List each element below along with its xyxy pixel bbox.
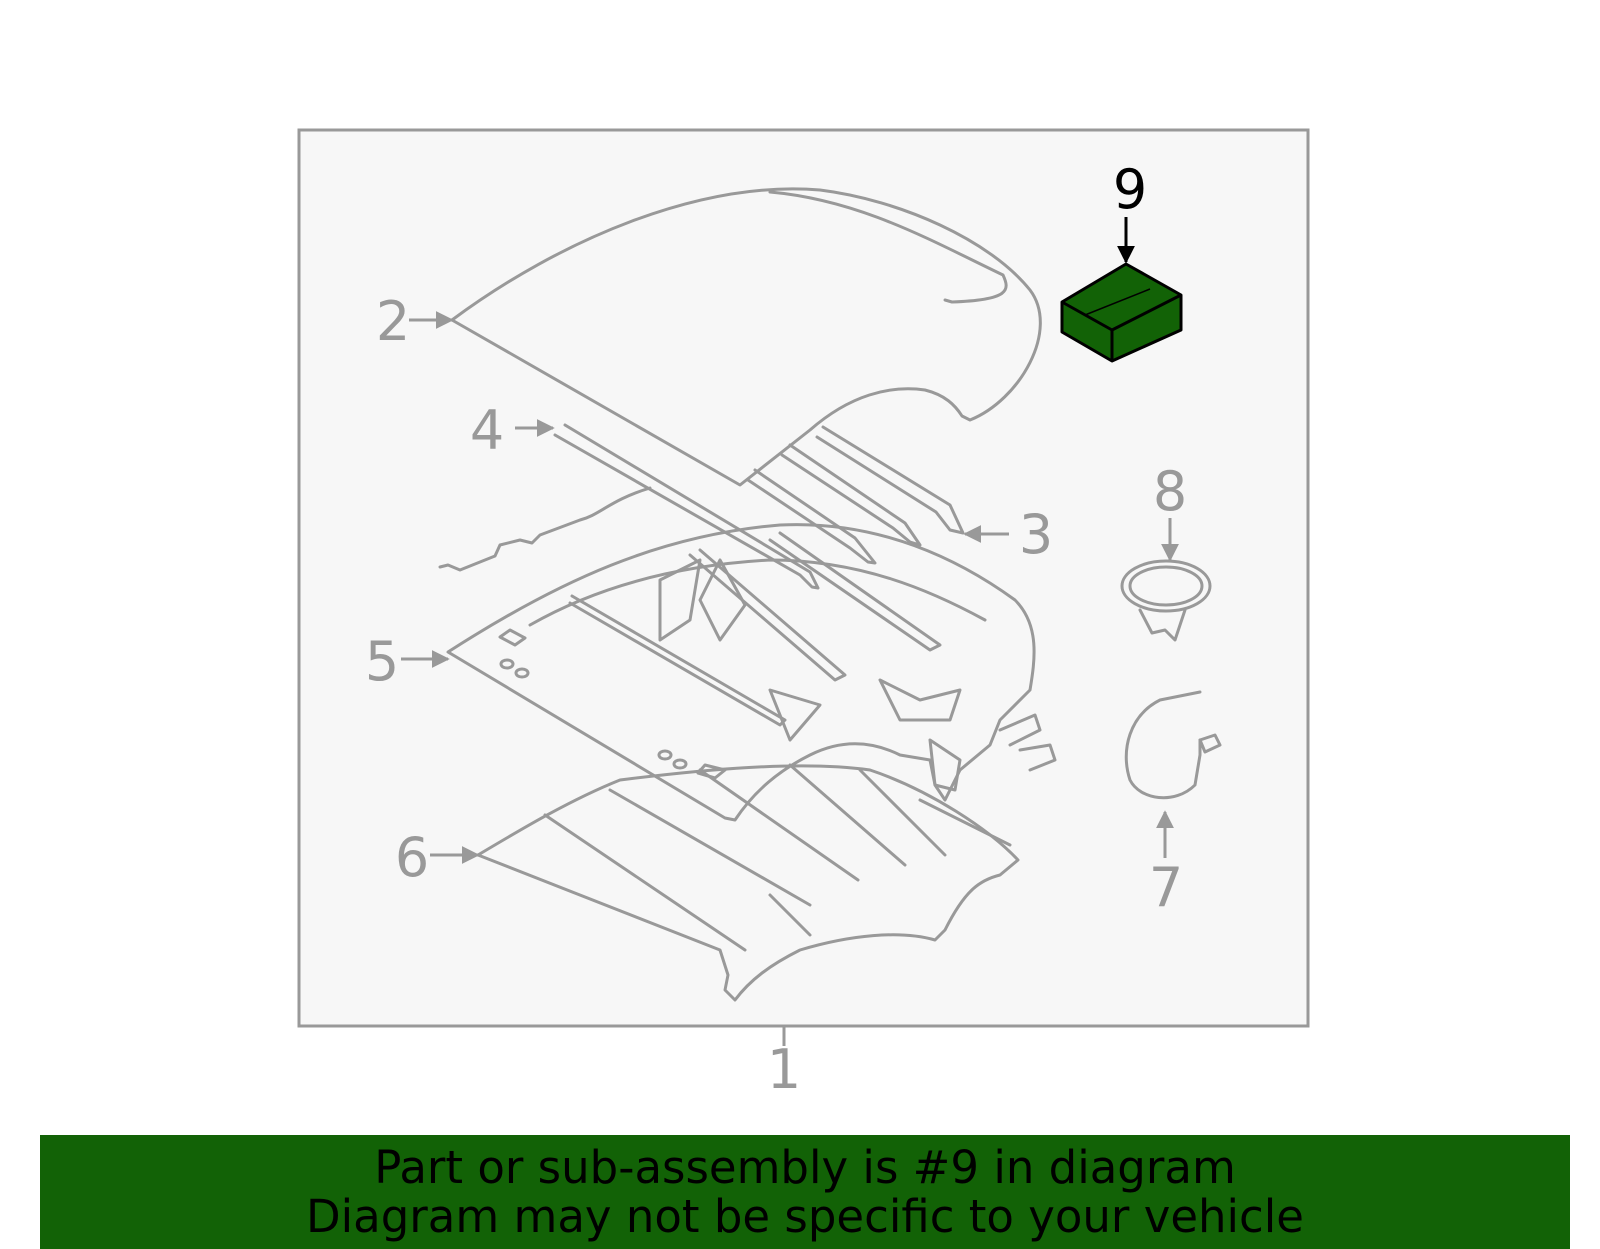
part-8-push-clip xyxy=(1120,559,1212,642)
part-6-headliner xyxy=(476,763,1020,1002)
banner-line-2: Diagram may not be specific to your vehi… xyxy=(306,1190,1304,1243)
callout-7-label: 7 xyxy=(1149,856,1183,919)
part-2-roof-panel xyxy=(450,187,1042,487)
part-4-front-rail xyxy=(438,423,820,590)
part-7-wire-harness xyxy=(1124,690,1222,800)
callout-4-label: 4 xyxy=(470,399,504,462)
callout-5-label: 5 xyxy=(365,630,399,693)
part-9-highlighted-block xyxy=(1060,262,1183,363)
callout-1-label: 1 xyxy=(767,1038,801,1101)
callout-3-label: 3 xyxy=(1019,503,1053,566)
callout-8-label: 8 xyxy=(1153,460,1187,523)
info-banner: Part or sub-assembly is #9 in diagram Di… xyxy=(40,1135,1570,1249)
callout-9-label: 9 xyxy=(1113,158,1147,221)
banner-line-1: Part or sub-assembly is #9 in diagram xyxy=(374,1141,1236,1194)
callout-6-label: 6 xyxy=(395,826,429,889)
part-5-inner-frame xyxy=(446,523,1057,822)
callout-2-label: 2 xyxy=(376,290,410,353)
